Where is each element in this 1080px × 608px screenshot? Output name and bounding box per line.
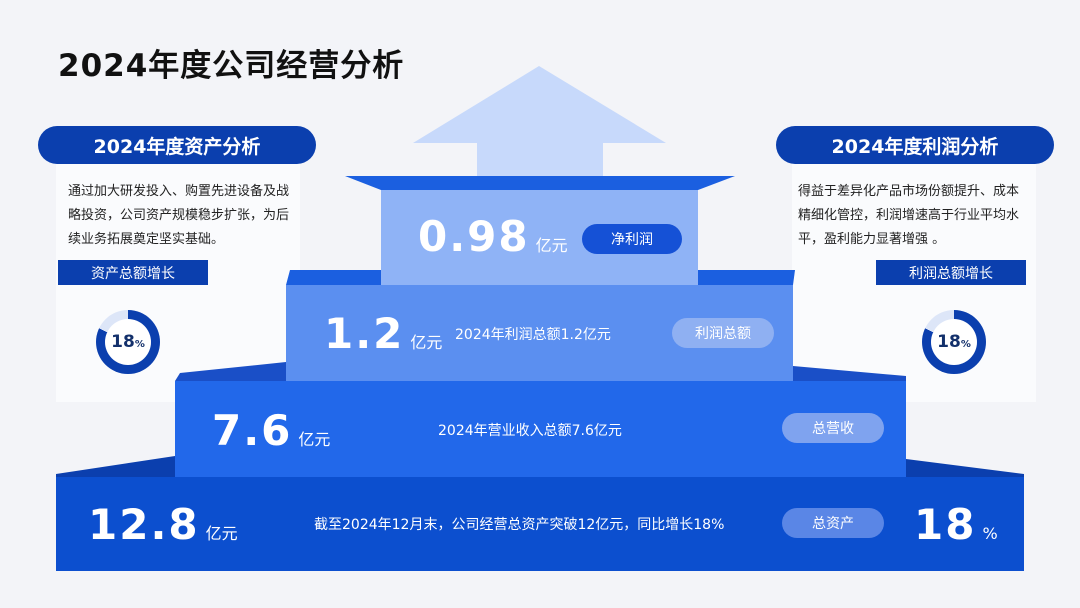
assets-growth-value: 18% (914, 500, 998, 549)
asset-growth-readout: 18% (105, 319, 151, 365)
asset-panel-heading: 2024年度资产分析 (38, 126, 316, 164)
profit-growth-readout: 18% (931, 319, 977, 365)
profit-growth-tag: 利润总额增长 (876, 260, 1026, 285)
profit-description: 2024年利润总额1.2亿元 (455, 327, 611, 343)
tier-profit-shadow-right (698, 270, 795, 285)
asset-growth-tag: 资产总额增长 (58, 260, 208, 285)
page-title: 2024年度公司经营分析 (58, 48, 405, 84)
revenue-tag: 总营收 (782, 413, 884, 443)
tier-net-profit-cap (345, 176, 735, 190)
assets-growth-number: 18 (914, 500, 977, 549)
tier-profit-shadow-left (286, 270, 381, 285)
net-profit-number: 0.98 (418, 212, 530, 261)
tier-assets-shadow-left (56, 456, 175, 477)
profit-growth-percent-sign: % (960, 338, 971, 350)
tier-assets-shadow-right (906, 459, 1024, 477)
assets-unit: 亿元 (205, 524, 238, 543)
revenue-unit: 亿元 (298, 430, 331, 449)
asset-growth-percent: 18 (111, 332, 135, 352)
assets-description: 截至2024年12月末，公司经营总资产突破12亿元，同比增长18% (314, 517, 725, 533)
asset-panel-text: 通过加大研发投入、购置先进设备及战略投资，公司资产规模稳步扩张，为后续业务拓展奠… (68, 184, 290, 247)
revenue-value: 7.6 亿元 (212, 406, 330, 455)
asset-growth-percent-sign: % (134, 338, 145, 350)
net-profit-value: 0.98 亿元 (418, 212, 568, 261)
revenue-description: 2024年营业收入总额7.6亿元 (438, 423, 622, 439)
profit-panel-text: 得益于差异化产品市场份额提升、成本精细化管控，利润增速高于行业平均水平，盈利能力… (798, 184, 1020, 247)
tier-revenue-shadow-right (793, 366, 906, 381)
revenue-number: 7.6 (212, 406, 293, 455)
profit-growth-percent: 18 (937, 332, 961, 352)
asset-growth-ring: 18% (96, 310, 160, 374)
net-profit-tag: 净利润 (582, 224, 682, 254)
tier-revenue-shadow-left (175, 362, 286, 381)
profit-growth-ring: 18% (922, 310, 986, 374)
profit-tag: 利润总额 (672, 318, 774, 348)
assets-value: 12.8 亿元 (88, 500, 238, 549)
growth-arrow-icon (413, 66, 666, 200)
profit-panel-heading: 2024年度利润分析 (776, 126, 1054, 164)
net-profit-unit: 亿元 (535, 236, 568, 255)
assets-number: 12.8 (88, 500, 200, 549)
profit-number: 1.2 (324, 309, 405, 358)
profit-unit: 亿元 (410, 333, 443, 352)
profit-value: 1.2 亿元 (324, 309, 442, 358)
assets-growth-sign: % (982, 524, 998, 543)
assets-tag: 总资产 (782, 508, 884, 538)
